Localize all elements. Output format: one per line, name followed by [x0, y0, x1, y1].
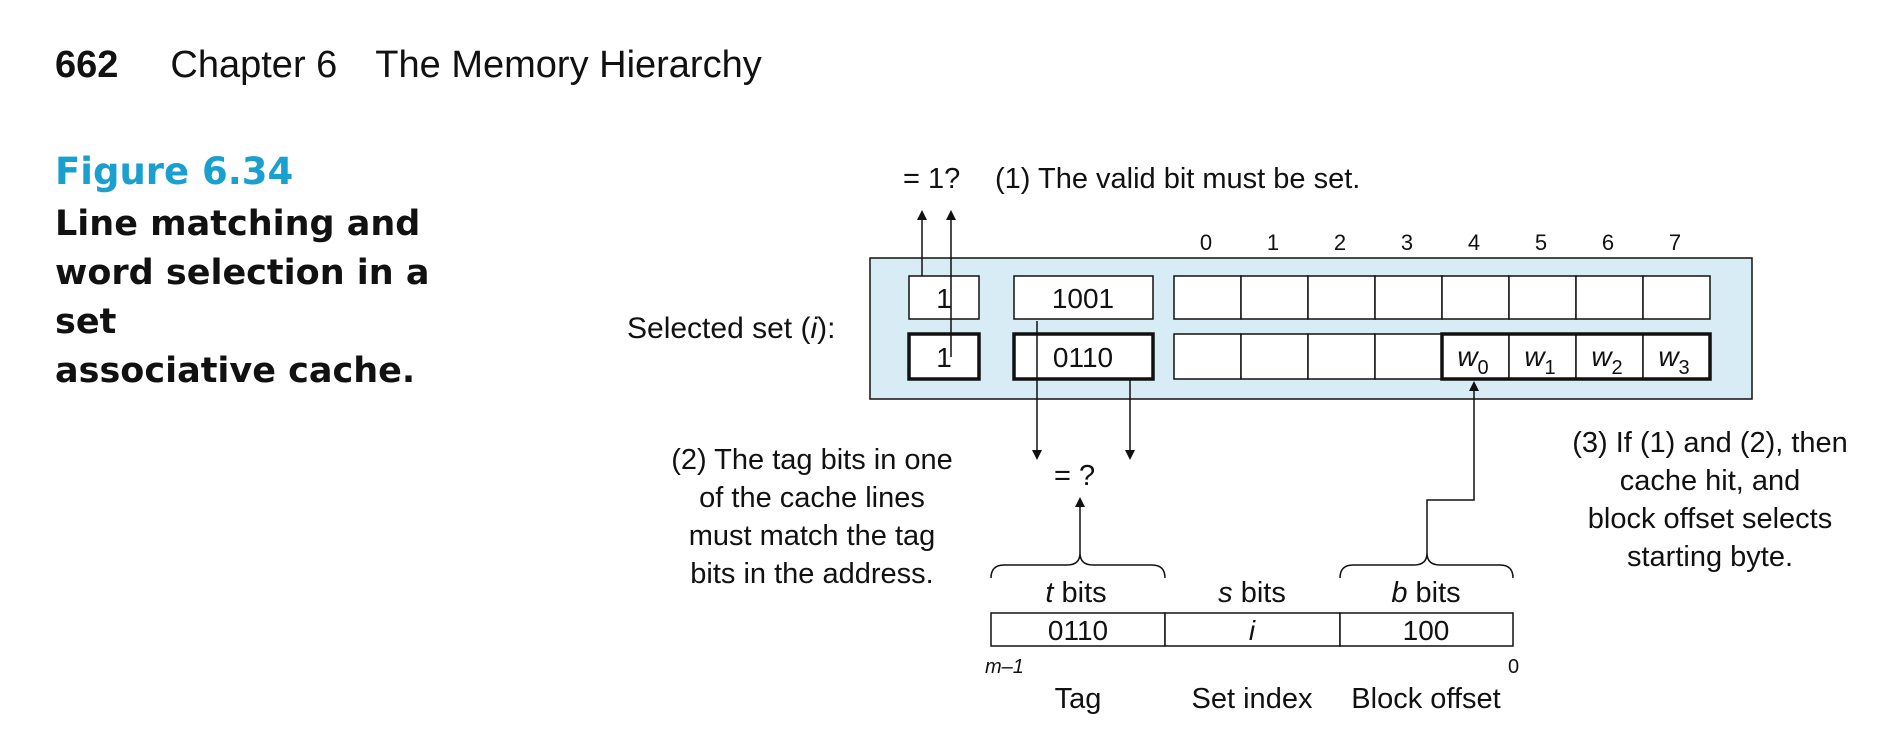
cache-line-1: 1 1001: [908, 275, 1711, 320]
selected-set-label: Selected set (i):: [627, 312, 835, 345]
set-index-field: [1164, 612, 1341, 647]
step1-text: (1) The valid bit must be set.: [995, 163, 1360, 195]
lsb-label: 0: [1508, 656, 1519, 678]
step2-text: (2) The tag bits in one of the cache lin…: [671, 444, 953, 590]
caption-line: word selection in a set: [55, 253, 430, 342]
word-label: w1: [1524, 341, 1555, 379]
word-labels: w0 w1 w2 w3: [1457, 341, 1689, 379]
tag-value: 0110: [1053, 342, 1113, 373]
offset-field-value: 100: [1403, 615, 1450, 646]
tag-field-name: Tag: [1055, 683, 1102, 715]
valid-bit-value: 1: [936, 342, 952, 373]
byte-index: 1: [1267, 230, 1279, 255]
running-header: 662 Chapter 6 The Memory Hierarchy: [55, 44, 762, 87]
page-number: 662: [55, 44, 119, 86]
tag-check-label: = ?: [1054, 460, 1095, 492]
caption-line: associative cache.: [55, 351, 416, 391]
offset-select-arrow: [1426, 381, 1479, 553]
s-bits-label: s bits: [1218, 577, 1286, 609]
byte-index: 4: [1468, 230, 1480, 255]
tag-brace: [990, 552, 1166, 579]
block-offset-field: [1339, 612, 1514, 647]
address-fields: 0110 i 100: [990, 612, 1514, 647]
figure-number: Figure 6.34: [55, 150, 294, 193]
byte-index: 2: [1334, 230, 1346, 255]
b-bits-label: b bits: [1391, 577, 1460, 609]
figure-caption: Line matching and word selection in a se…: [55, 200, 495, 396]
selected-words-outline: [1440, 332, 1712, 381]
word-label: w3: [1658, 341, 1689, 379]
chapter-label: Chapter 6: [170, 44, 338, 86]
byte-index: 3: [1401, 230, 1413, 255]
word-label: w0: [1457, 341, 1488, 379]
chapter-title: The Memory Hierarchy: [375, 44, 762, 86]
offset-brace: [1339, 552, 1514, 579]
byte-index: 0: [1200, 230, 1212, 255]
step3-text: (3) If (1) and (2), then cache hit, and …: [1572, 427, 1848, 573]
svg-text:must match the tag: must match the tag: [689, 520, 936, 552]
block-offset-field-name: Block offset: [1351, 683, 1500, 715]
byte-index-row: 0 1 2 3 4 5 6 7: [1200, 230, 1681, 255]
set-index-value: i: [1249, 615, 1256, 646]
svg-text:block offset selects: block offset selects: [1588, 503, 1832, 535]
valid-bit-value: 1: [936, 283, 952, 314]
valid-bit-cell: [908, 275, 980, 320]
svg-text:of the cache lines: of the cache lines: [699, 482, 925, 514]
msb-label: m–1: [985, 656, 1024, 678]
valid-check-label: = 1?: [903, 163, 960, 195]
svg-text:cache hit, and: cache hit, and: [1620, 465, 1801, 497]
byte-index: 5: [1535, 230, 1547, 255]
tag-field-value: 0110: [1048, 615, 1108, 646]
set-index-field-name: Set index: [1192, 683, 1313, 715]
tag-cell: [1013, 275, 1154, 320]
svg-text:bits in the address.: bits in the address.: [690, 558, 933, 590]
block-row: [1173, 275, 1711, 320]
tag-value: 1001: [1052, 283, 1114, 314]
block-row: [1173, 333, 1711, 380]
svg-text:(3) If (1) and (2), then: (3) If (1) and (2), then: [1572, 427, 1848, 459]
cache-line-2: 1 0110 w0 w1 w2 w3: [907, 332, 1712, 381]
caption-line: Line matching and: [55, 204, 421, 244]
byte-index: 7: [1669, 230, 1681, 255]
word-label: w2: [1591, 341, 1622, 379]
valid-bit-cell: [907, 332, 981, 381]
t-bits-label: t bits: [1045, 577, 1106, 609]
svg-text:(2) The tag bits in one: (2) The tag bits in one: [671, 444, 953, 476]
svg-text:starting byte.: starting byte.: [1627, 541, 1793, 573]
byte-index: 6: [1602, 230, 1614, 255]
